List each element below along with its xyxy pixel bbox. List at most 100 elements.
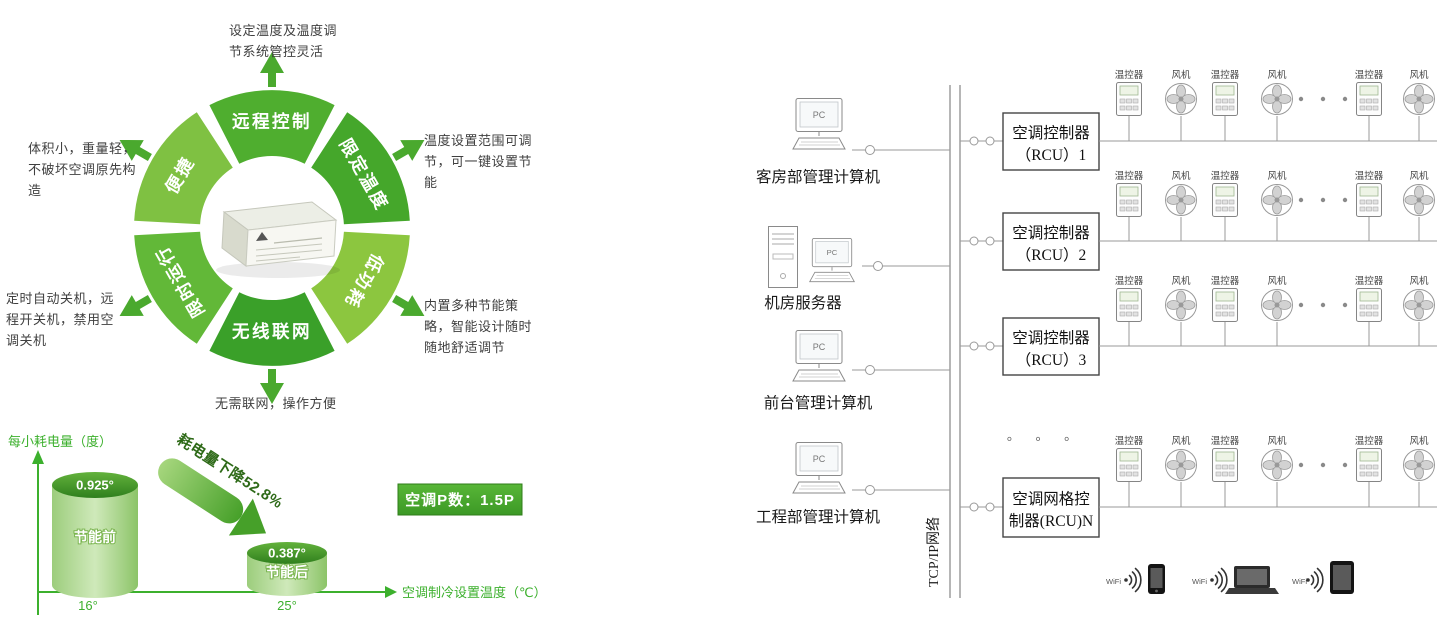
wifi-label: WiFi — [1192, 577, 1207, 586]
chain-dots-icon — [1320, 462, 1326, 468]
pc-icon — [809, 238, 855, 283]
rcu-2-line2: （RCU）2 — [1016, 247, 1087, 264]
callout-right-bottom: 内置多种节能策 略，智能设计随时 随地舒适调节 — [424, 298, 533, 356]
chain-dots-icon — [1342, 302, 1348, 308]
arrow-down-icon — [260, 369, 284, 404]
rcu-n-line1: 空调网格控 — [1012, 490, 1090, 508]
computer-guest-room: 客房部管理计算机 — [756, 98, 950, 186]
x-tick-16: 16° — [78, 598, 98, 613]
thermostat-icon — [1356, 288, 1382, 322]
segment-low-power — [311, 231, 410, 344]
thermostat-icon — [1356, 183, 1382, 217]
x-axis-arrow-icon — [385, 586, 397, 598]
bus-label: TCP/IP网络 — [926, 517, 942, 587]
callout-right-top: 温度设置范围可调 节，可一键设置节 能 — [424, 133, 533, 191]
fan-icon — [1165, 83, 1197, 115]
fan-icon — [1165, 289, 1197, 321]
bar-before-value: 0.925° — [76, 477, 114, 492]
thermostat-label: 温控器 — [1355, 275, 1384, 287]
y-axis-label: 每小耗电量（度） — [8, 434, 112, 449]
device-row: 温控器风机温控器风机温控器风机 — [1099, 69, 1437, 142]
segment-remote-control — [209, 90, 335, 164]
fan-label: 风机 — [1267, 435, 1287, 447]
callout-left-bottom: 定时自动关机，远 程开关机，禁用空 调关机 — [6, 291, 115, 349]
tablet-icon — [1330, 561, 1354, 594]
bar-after-value: 0.387° — [268, 545, 306, 560]
thermostat-label: 温控器 — [1211, 170, 1240, 182]
thermostat-label: 温控器 — [1211, 435, 1240, 447]
chain-dots-icon — [1320, 302, 1326, 308]
fan-icon — [1261, 289, 1293, 321]
device-row: 温控器风机温控器风机温控器风机 — [1099, 435, 1437, 508]
smartphone-icon — [1148, 564, 1165, 594]
bar-after-name: 节能后 — [266, 564, 308, 580]
rcu-3-line2: （RCU）3 — [1016, 352, 1087, 369]
fan-label: 风机 — [1171, 170, 1191, 182]
thermostat-icon — [1116, 448, 1142, 482]
chain-dots-icon — [1342, 197, 1348, 203]
chain-dots-icon — [1342, 96, 1348, 102]
chain-dots-icon — [1320, 96, 1326, 102]
chain-dots-icon — [1298, 197, 1304, 203]
chain-dots-icon — [1298, 302, 1304, 308]
fan-label: 风机 — [1267, 170, 1287, 182]
device-logo-icon — [256, 232, 268, 241]
wifi-icon — [1124, 567, 1142, 593]
fan-label: 风机 — [1267, 69, 1287, 81]
fan-label: 风机 — [1409, 170, 1429, 182]
hp-badge: 空调P数：1.5P — [397, 483, 523, 516]
thermostat-label: 温控器 — [1115, 170, 1144, 182]
arrow-down-left-icon — [119, 295, 152, 316]
thermostat-icon — [1212, 448, 1238, 482]
pc-icon — [792, 98, 846, 150]
pc-icon — [792, 330, 846, 382]
chain-dots-icon — [1320, 197, 1326, 203]
computer-front-desk-label: 前台管理计算机 — [764, 393, 873, 412]
chain-dots-icon — [1298, 462, 1304, 468]
network-diagram: PC — [756, 69, 1437, 598]
rcu-box-2: 空调控制器 （RCU）2 — [960, 212, 1100, 271]
arrow-down-right-icon — [392, 295, 425, 316]
fan-icon — [1403, 289, 1435, 321]
segment-timed-run — [134, 231, 233, 344]
arrow-up-icon — [260, 52, 284, 87]
hp-badge-text: 空调P数：1.5P — [405, 491, 515, 509]
fan-icon — [1403, 184, 1435, 216]
wifi-phone-group: WiFi — [1106, 564, 1165, 594]
arrow-up-right-icon — [392, 140, 425, 161]
device-row: 温控器风机温控器风机温控器风机 — [1099, 275, 1437, 347]
callout-left-top: 体积小，重量轻， 不破坏空调原先构 造 — [28, 141, 137, 199]
y-axis-arrow-icon — [32, 450, 44, 464]
rcu-2-line1: 空调控制器 — [1012, 224, 1090, 242]
thermostat-icon — [1116, 82, 1142, 116]
feature-wheel: 远程控制 限定温度 低功耗 无线联网 限时运行 便捷 — [119, 52, 425, 404]
rcu-3-line1: 空调控制器 — [1012, 329, 1090, 347]
fan-label: 风机 — [1267, 275, 1287, 287]
tcpip-bus — [949, 85, 961, 598]
segment-limit-temperature — [311, 112, 410, 225]
wifi-icon — [1306, 567, 1324, 593]
computer-front-desk: 前台管理计算机 — [764, 330, 950, 412]
pc-icon — [792, 442, 846, 494]
thermostat-icon — [1212, 82, 1238, 116]
x-tick-25: 25° — [277, 598, 297, 613]
thermostat-icon — [1116, 183, 1142, 217]
fan-label: 风机 — [1409, 69, 1429, 81]
wheel-segments — [134, 90, 410, 366]
rcu-1-line2: （RCU）1 — [1016, 147, 1087, 164]
rcu-n-line2: 制器(RCU)N — [1009, 512, 1093, 530]
chain-dots-icon — [1298, 96, 1304, 102]
device-row: 温控器风机温控器风机温控器风机 — [1099, 170, 1437, 242]
thermostat-label: 温控器 — [1115, 275, 1144, 287]
wifi-label: WiFi — [1292, 577, 1307, 586]
rcu-box-1: 空调控制器 （RCU）1 — [960, 112, 1100, 171]
thermostat-icon — [1116, 288, 1142, 322]
fan-icon — [1261, 83, 1293, 115]
fan-icon — [1165, 449, 1197, 481]
wifi-clients: WiFi WiFi WiFi — [1106, 561, 1354, 594]
segment-wireless — [209, 292, 335, 366]
callout-top: 设定温度及温度调 节系统管控灵活 — [229, 23, 338, 60]
laptop-icon — [1225, 566, 1279, 594]
arrow-up-left-icon — [119, 140, 152, 161]
